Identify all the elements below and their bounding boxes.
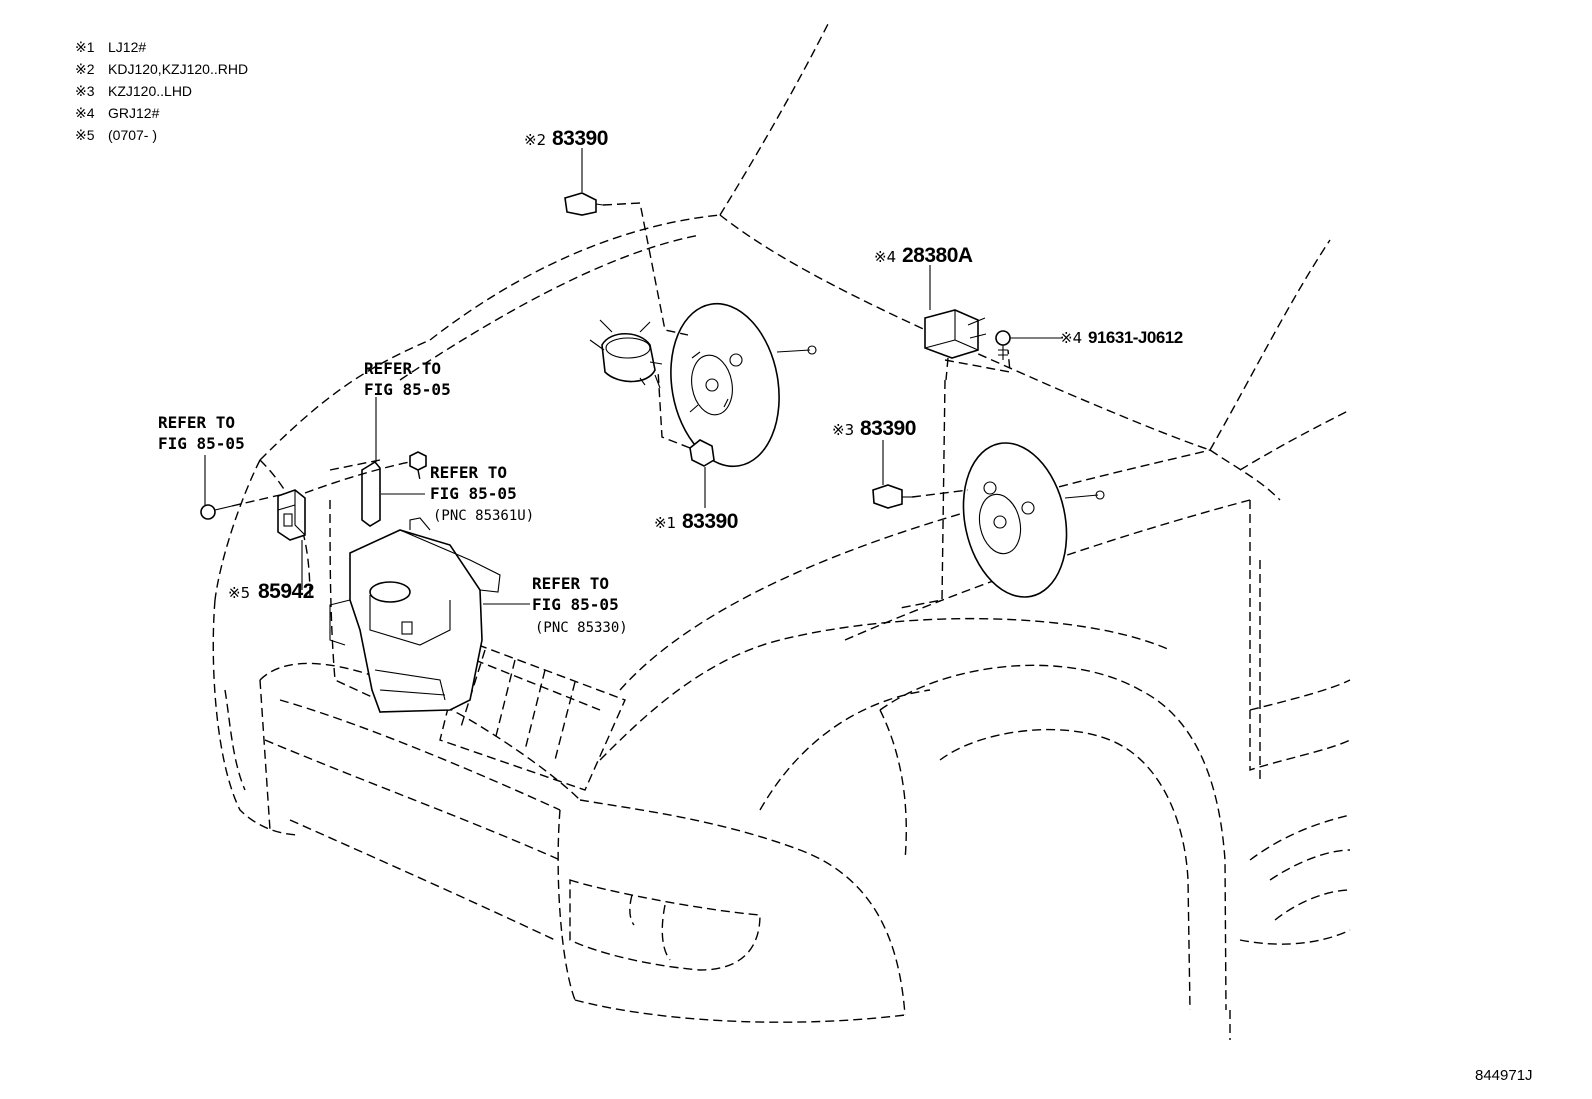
legend-text-5: (0707- ) [108,127,157,143]
callout-mark: ※3 [832,421,854,439]
legend-mark-1: ※1 [75,39,95,55]
refer-line3: (PNC 85330) [535,620,628,636]
leader-lines [204,148,931,605]
callout-c1[interactable]: ※1 83390 [654,510,738,533]
legend-text-2: KDJ120,KZJ120..RHD [108,61,248,77]
refer-line2: FIG 85-05 [532,595,619,614]
legend-mark-5: ※5 [75,127,95,143]
switch-83390-mid [657,369,715,467]
legend-text-3: KZJ120..LHD [108,83,192,99]
refer-upper[interactable]: REFER TO FIG 85-05 [364,359,451,399]
callout-c5[interactable]: ※5 85942 [228,580,314,603]
legend-text-4: GRJ12# [108,105,160,121]
sensor-28380a [899,309,1011,609]
part-number: 28380A [902,244,973,267]
part-number: 83390 [860,417,916,440]
refer-line2: FIG 85-05 [430,484,517,503]
refer-line1: REFER TO [532,574,609,593]
refer-line2: FIG 85-05 [158,434,245,453]
illustration-id: 844971J [1475,1067,1533,1084]
part-number: 83390 [682,510,738,533]
callout-mark: ※4 [874,248,896,266]
clip-upper [409,451,427,481]
refer-mid[interactable]: REFER TO FIG 85-05 (PNC 85361U) [430,463,534,524]
bolt-left [200,494,281,520]
refer-tank[interactable]: REFER TO FIG 85-05 (PNC 85330) [532,574,628,636]
brake-booster-upper [670,302,817,468]
callout-c4a[interactable]: ※4 28380A [874,244,973,267]
vehicle-outline [212,19,1351,1040]
legend-text-1: LJ12# [108,39,146,55]
bracket-85942 [277,489,306,541]
refer-left[interactable]: REFER TO FIG 85-05 [158,413,245,453]
legend-mark-3: ※3 [75,83,95,99]
callout-mark: ※2 [524,131,546,149]
callout-mark: ※5 [228,584,250,602]
brake-booster-lower [962,442,1105,598]
switch-83390-right [872,484,969,509]
callout-mark: ※4 [1060,329,1082,347]
callout-mark: ※1 [654,514,676,532]
refer-line1: REFER TO [430,463,507,482]
washer-tank [329,517,501,713]
bolt-91631 [995,330,1062,360]
part-number: 91631-J0612 [1088,328,1183,347]
refer-line2: FIG 85-05 [364,380,451,399]
legend: ※1 LJ12# ※2 KDJ120,KZJ120..RHD ※3 KZJ120… [75,39,248,143]
refer-line3: (PNC 85361U) [433,508,534,524]
legend-mark-4: ※4 [75,105,95,121]
legend-mark-2: ※2 [75,61,95,77]
part-number: 83390 [552,127,608,150]
refer-line1: REFER TO [158,413,235,432]
switch-83390-top [564,192,689,336]
bracket-mid [304,460,411,527]
callout-c4b[interactable]: ※4 91631-J0612 [1060,328,1183,347]
refer-line1: REFER TO [364,359,441,378]
part-number: 85942 [258,580,314,603]
callout-c3[interactable]: ※3 83390 [832,417,916,440]
callout-c2[interactable]: ※2 83390 [524,127,608,150]
pressure-switch-assembly [589,319,663,389]
